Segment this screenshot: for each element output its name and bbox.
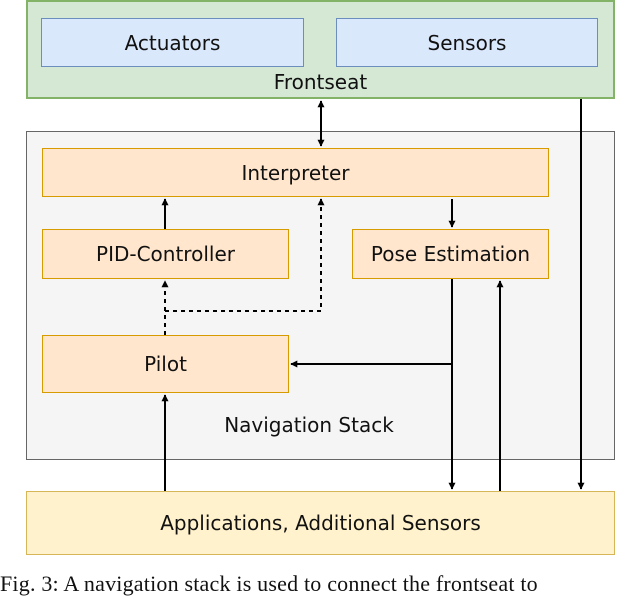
applications-label: Applications, Additional Sensors [160, 511, 481, 535]
applications-box: Applications, Additional Sensors [26, 491, 615, 555]
sensors-label: Sensors [427, 30, 507, 55]
pid-controller-box: PID-Controller [42, 229, 289, 279]
sensors-box: Sensors [336, 18, 598, 67]
pose-estimation-box: Pose Estimation [352, 229, 549, 279]
navigation-stack-label: Navigation Stack [224, 413, 394, 437]
actuators-box: Actuators [41, 18, 304, 67]
interpreter-label: Interpreter [241, 160, 350, 185]
pid-controller-label: PID-Controller [96, 242, 235, 266]
frontseat-label: Frontseat [273, 70, 368, 94]
pose-estimation-label: Pose Estimation [370, 242, 531, 266]
pilot-box: Pilot [42, 335, 289, 393]
figure-caption: Fig. 3: A navigation stack is used to co… [0, 571, 538, 596]
interpreter-box: Interpreter [42, 148, 549, 197]
pilot-label: Pilot [144, 352, 187, 376]
actuators-label: Actuators [124, 30, 221, 55]
